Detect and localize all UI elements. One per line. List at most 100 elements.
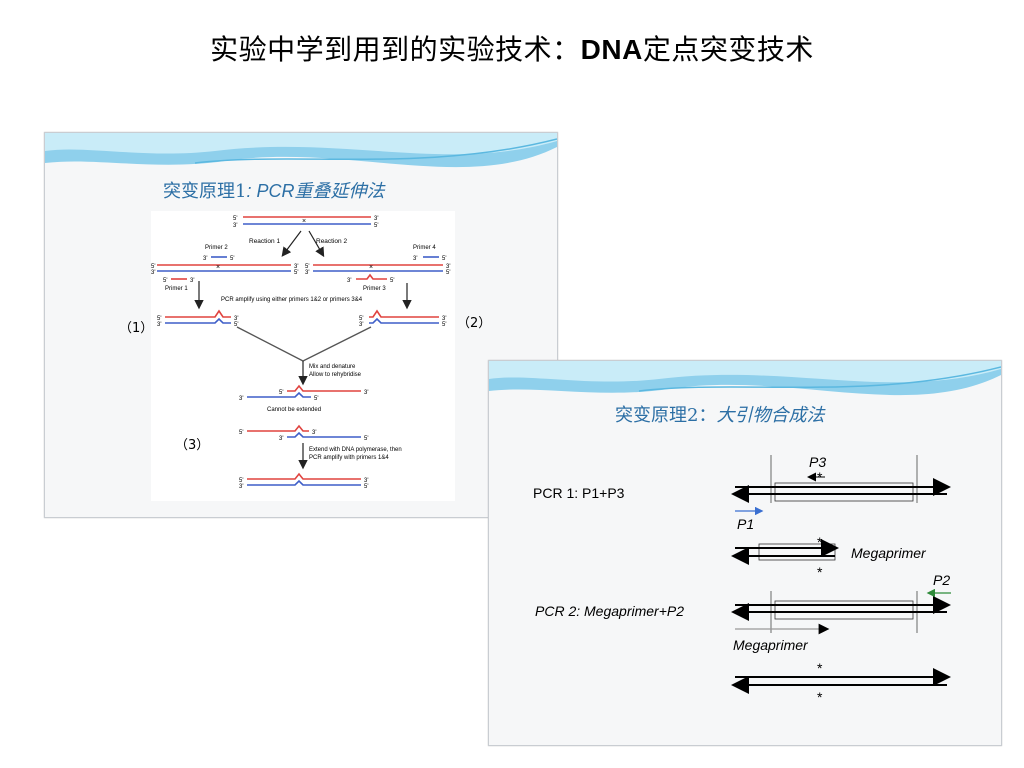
primer1-label: Primer 1 <box>165 286 188 292</box>
pcr1-duplex <box>731 455 951 516</box>
end-label: 5' <box>314 396 318 402</box>
product-1: 5' 3' 3' 5' <box>157 309 238 328</box>
megaprimer-diagram <box>731 455 951 694</box>
p2-label: P2 <box>933 572 951 588</box>
reaction2-label: Reaction 2 <box>316 238 347 245</box>
mutation-mark: × <box>216 264 220 271</box>
megaprimer-label-a: Megaprimer <box>851 545 926 561</box>
cannot-extend-text: Cannot be extended <box>267 407 321 413</box>
final-duplex <box>731 668 951 694</box>
pcr2-duplex <box>731 588 951 635</box>
panel1-title-sep: : <box>246 181 257 201</box>
end-label: 3' <box>446 264 450 270</box>
end-label: 5' <box>364 436 368 442</box>
end-label: 3' <box>233 223 237 229</box>
end-label: 5' <box>359 316 363 322</box>
tag-1: （1） <box>119 321 154 336</box>
end-label: 5' <box>446 270 450 276</box>
panel-header-wave <box>45 133 557 168</box>
end-label: 5' <box>374 223 378 229</box>
overlap-extension-figure: 5' 3' 3' 5' × Reaction 1 Reaction 2 Prim… <box>151 211 455 501</box>
end-label: 5' <box>230 256 234 262</box>
star-final-top: * <box>817 660 823 676</box>
final-product: 5' 3' 3' 5' <box>239 472 368 490</box>
step-mix-text2: Allow to rehybridise <box>309 372 362 378</box>
panel-overlap-extension: 突变原理1: PCR重叠延伸法 5' 3' 3' 5' × Reaction 1… <box>44 132 558 518</box>
mutation-mark: × <box>369 264 373 271</box>
p1-label: P1 <box>737 516 755 532</box>
megaprimer-duplex <box>731 539 839 565</box>
end-label: 3' <box>239 484 243 490</box>
panel1-title-cn2: 重叠延伸法 <box>294 181 385 202</box>
end-label: 5' <box>234 322 238 328</box>
p3-label: P3 <box>809 454 827 470</box>
star-p3: * <box>817 469 823 485</box>
end-label: 5' <box>239 478 243 484</box>
step-extend-text: Extend with DNA polymerase, then <box>309 447 402 453</box>
panel2-title: 突变原理2：大引物合成法 <box>615 401 824 427</box>
end-label: 3' <box>294 264 298 270</box>
end-label: 3' <box>190 278 194 284</box>
primer2-label: Primer 2 <box>205 245 228 251</box>
product-2: 5' 3' 3' 5' <box>359 309 446 328</box>
pcr1-label: PCR 1: P1+P3 <box>533 485 625 501</box>
end-label: 5' <box>442 256 446 262</box>
panel2-title-cn2: 大引物合成法 <box>716 405 825 426</box>
end-label: 3' <box>279 436 283 442</box>
end-label: 3' <box>157 322 161 328</box>
panel1-title: 突变原理1: PCR重叠延伸法 <box>163 177 384 203</box>
hybrid-non-extendable: 5' 3' 3' 5' Cannot be extended <box>239 384 368 413</box>
end-label: 5' <box>442 322 446 328</box>
mutation-mark: × <box>302 218 306 225</box>
step-extend-text2: PCR amplify with primers 1&4 <box>309 455 389 461</box>
panel1-title-pcr: PCR <box>256 181 295 201</box>
primer4-label: Primer 4 <box>413 245 436 251</box>
end-label: 3' <box>364 390 368 396</box>
primer3-label: Primer 3 <box>363 286 386 292</box>
tag-2: （2） <box>457 316 492 331</box>
tag-3: （3） <box>175 438 210 453</box>
end-label: 5' <box>364 484 368 490</box>
end-label: 3' <box>347 278 351 284</box>
reaction1-strands: Primer 2 3' 5' 5' 3' 3' 5' × 5' 3' Prime… <box>151 245 298 292</box>
slide-title-dna: DNA <box>580 34 643 65</box>
end-label: 5' <box>157 316 161 322</box>
step-pcr-text: PCR amplify using either primers 1&2 or … <box>221 297 363 303</box>
reaction1-label: Reaction 1 <box>249 238 280 245</box>
end-label: 5' <box>163 278 167 284</box>
end-label: 5' <box>294 270 298 276</box>
panel-megaprimer: 突变原理2：大引物合成法 <box>488 360 1002 746</box>
end-label: 5' <box>151 264 155 270</box>
end-label: 5' <box>233 216 237 222</box>
panel-header-wave <box>489 361 1001 396</box>
hybrid-extendable: 5' 3' 3' 5' <box>239 424 368 442</box>
template-strands: 5' 3' 3' 5' × <box>233 216 378 229</box>
end-label: 3' <box>312 430 316 436</box>
end-label: 3' <box>305 270 309 276</box>
end-label: 3' <box>359 322 363 328</box>
star-final-bottom: * <box>817 689 823 705</box>
slide-title-suffix: 定点突变技术 <box>642 33 814 66</box>
end-label: 5' <box>390 278 394 284</box>
megaprimer-label-b: Megaprimer <box>733 637 808 653</box>
slide-title-prefix: 实验中学到用到的实验技术： <box>210 33 581 66</box>
star-mega-bottom: * <box>817 564 823 580</box>
pcr2-label: PCR 2: Megaprimer+P2 <box>535 603 685 619</box>
slide-title: 实验中学到用到的实验技术：DNA定点突变技术 <box>0 28 1024 68</box>
end-label: 3' <box>442 316 446 322</box>
reaction2-strands: Primer 4 3' 5' 5' 3' 3' 5' × 3' 5' Prime… <box>305 245 450 292</box>
end-label: 5' <box>239 430 243 436</box>
end-label: 3' <box>239 396 243 402</box>
star-mega-top: * <box>817 534 823 550</box>
step-mix-text: Mix and denature <box>309 364 356 370</box>
end-label: 3' <box>203 256 207 262</box>
end-label: 5' <box>305 264 309 270</box>
panel2-title-cn: 突变原理2： <box>615 405 717 426</box>
end-label: 3' <box>413 256 417 262</box>
end-label: 3' <box>151 270 155 276</box>
end-label: 3' <box>364 478 368 484</box>
end-label: 3' <box>374 216 378 222</box>
end-label: 5' <box>279 390 283 396</box>
panel1-title-cn: 突变原理1 <box>163 181 247 202</box>
end-label: 3' <box>234 316 238 322</box>
